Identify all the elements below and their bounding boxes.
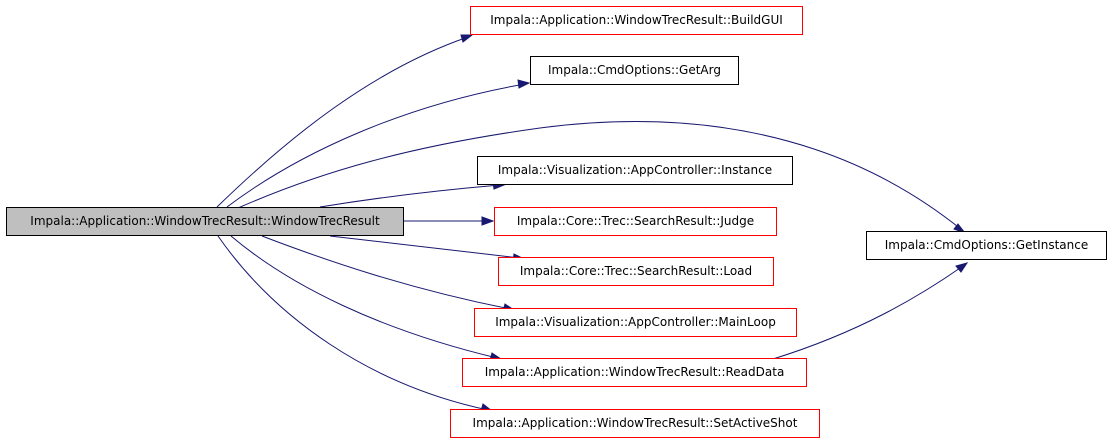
edge-root-to-get-arg (226, 83, 526, 208)
arrowhead-get-instance-from-read-data (955, 262, 969, 273)
arrowhead-get-arg (517, 79, 531, 89)
node-app-controller-instance[interactable]: Impala::Visualization::AppController::In… (477, 156, 793, 185)
edge-root-to-load (329, 235, 521, 259)
edge-root-to-set-active-shot (217, 235, 489, 411)
node-search-result-judge[interactable]: Impala::Core::Trec::SearchResult::Judge (494, 207, 777, 236)
arrowhead-build-gui (460, 34, 474, 43)
node-search-result-load[interactable]: Impala::Core::Trec::SearchResult::Load (498, 257, 774, 286)
edge-root-to-build-gui (216, 36, 469, 208)
node-set-active-shot[interactable]: Impala::Application::WindowTrecResult::S… (450, 409, 820, 438)
edge-root-to-get-instance (237, 121, 963, 231)
arrowhead-judge (481, 216, 495, 226)
node-app-controller-main-loop[interactable]: Impala::Visualization::AppController::Ma… (474, 308, 797, 337)
node-get-arg[interactable]: Impala::CmdOptions::GetArg (530, 56, 739, 85)
edge-root-to-main-loop (261, 235, 511, 310)
node-read-data[interactable]: Impala::Application::WindowTrecResult::R… (462, 358, 807, 387)
node-build-gui[interactable]: Impala::Application::WindowTrecResult::B… (470, 6, 803, 35)
edge-root-to-instance (319, 184, 501, 208)
edge-read-data-to-get-instance (772, 265, 964, 360)
node-window-trec-result-constructor: Impala::Application::WindowTrecResult::W… (6, 207, 404, 236)
edge-root-to-read-data (230, 235, 498, 359)
node-cmd-options-get-instance[interactable]: Impala::CmdOptions::GetInstance (866, 231, 1107, 260)
